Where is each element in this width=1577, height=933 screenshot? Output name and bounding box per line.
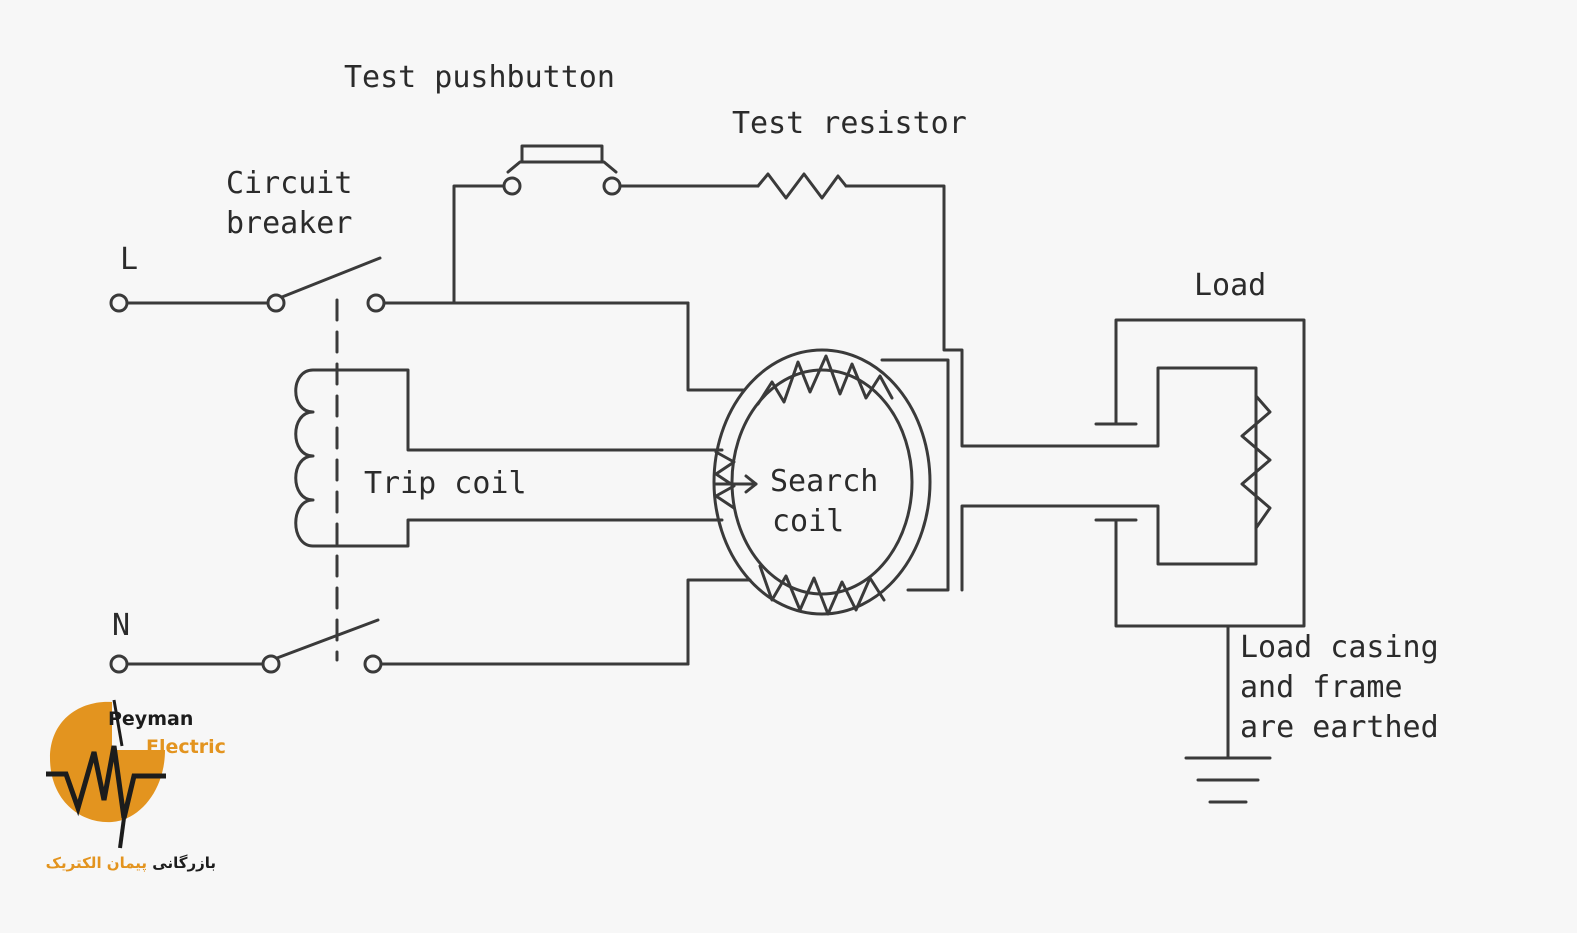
- terminal-neutral-input: [109, 654, 129, 674]
- search-coil-arrow-head: [744, 474, 758, 494]
- live-line-label: L: [120, 242, 139, 277]
- neutral-line-label: N: [112, 608, 131, 643]
- logo-tagline: بازرگانی پیمان الکتریک: [46, 854, 216, 872]
- search-coil-inner-ring: [730, 368, 914, 596]
- logo-pulse-line: [46, 745, 166, 819]
- load-casing-frame: [1114, 318, 1306, 628]
- logo-orange-flame: [50, 701, 165, 823]
- terminal-breaker-neutral-right: [363, 654, 383, 674]
- wire-live-drop: [686, 301, 746, 392]
- earth-note-line2: and frame: [1240, 670, 1403, 705]
- logo-name-line2: Electric: [146, 736, 226, 758]
- circuit-breaker-label-line1: Circuit: [226, 166, 353, 201]
- wire-neutral-rise: [686, 578, 752, 666]
- terminal-breaker-live-right: [366, 293, 386, 313]
- wire-core-top-right: [880, 358, 950, 592]
- circuit-breaker-label-line2: breaker: [226, 206, 353, 241]
- load-resistor-symbol: [1240, 394, 1272, 530]
- terminal-breaker-neutral-left: [261, 654, 281, 674]
- pushbutton-terminal-left: [502, 176, 522, 196]
- test-pushbutton-label: Test pushbutton: [344, 60, 615, 95]
- peyman-electric-logo-mark: [46, 699, 166, 849]
- logo-bolt-stem: [112, 699, 124, 747]
- trip-coil-label: Trip coil: [364, 466, 527, 501]
- pushbutton-cap: [520, 144, 604, 164]
- test-resistor-label: Test resistor: [732, 106, 967, 141]
- load-box: [1120, 366, 1258, 566]
- earth-note-line1: Load casing: [1240, 630, 1439, 665]
- search-coil-winding-bottom: [758, 564, 886, 616]
- trip-coil-winding: [294, 368, 368, 548]
- wire-neutral-to-load: [960, 504, 1124, 592]
- search-coil-winding-top: [756, 354, 894, 406]
- wire-resistor-to-load: [844, 184, 1124, 448]
- breaker-contact-neutral: [275, 618, 380, 660]
- search-coil-winding-left: [714, 450, 736, 510]
- pushbutton-terminal-right: [602, 176, 622, 196]
- logo-bolt-tail: [118, 817, 126, 849]
- earth-note-line3: are earthed: [1240, 710, 1439, 745]
- logo-tagline-part1: بازرگانی: [152, 854, 216, 872]
- trip-coil-loop-lower: [364, 518, 724, 548]
- logo-name-line1: Peyman: [108, 708, 194, 730]
- search-coil-label-line1: Search: [770, 464, 879, 499]
- search-coil-outer-ring: [712, 348, 932, 616]
- logo-tagline-part2: پیمان الکتریک: [45, 854, 148, 872]
- terminal-live-input: [109, 293, 129, 313]
- trip-coil-loop-upper: [364, 368, 724, 452]
- search-coil-label-line2: coil: [772, 504, 845, 539]
- terminal-breaker-live-left: [266, 293, 286, 313]
- load-label: Load: [1194, 268, 1267, 303]
- test-resistor-symbol: [756, 172, 848, 200]
- wire-test-branch: [452, 184, 506, 305]
- breaker-contact-live: [280, 256, 382, 299]
